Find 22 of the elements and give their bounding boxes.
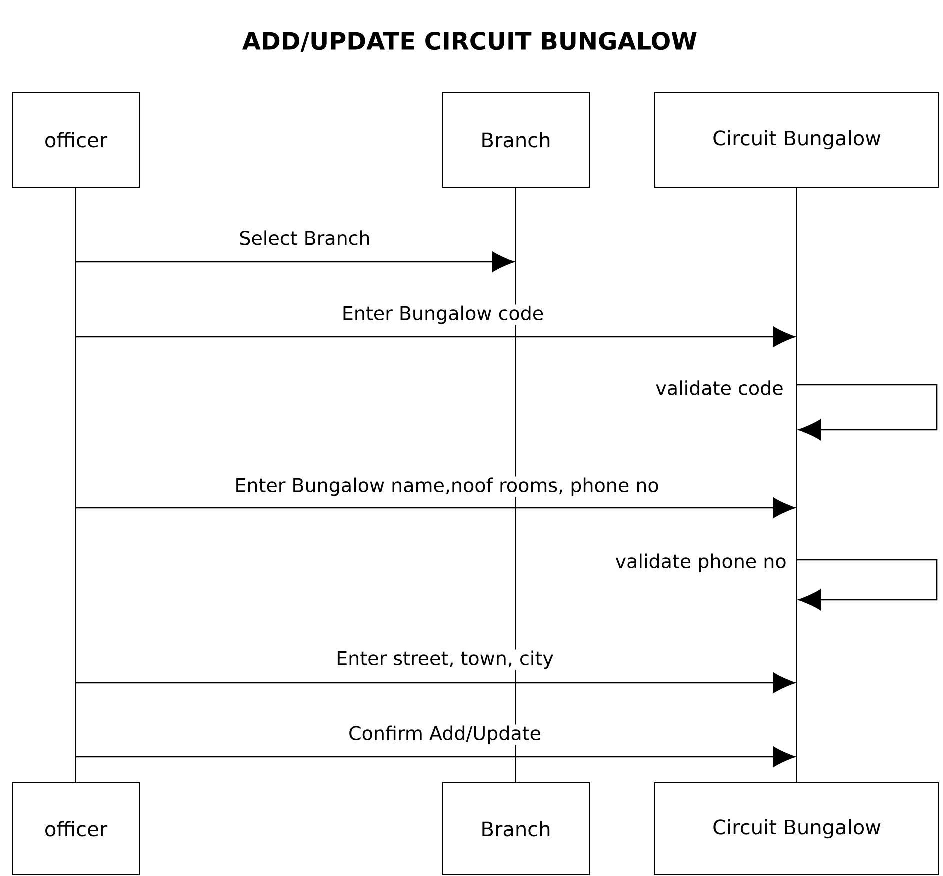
self-message-arrow (797, 384, 938, 440)
edge-label: Enter Bungalow name,noof rooms, phone no (234, 476, 660, 498)
message-arrow (76, 746, 796, 768)
edge-label: Enter street, town, city (335, 650, 555, 670)
self-message-arrow (797, 559, 938, 610)
participant-box: Branch (442, 782, 590, 876)
participant-box: Branch (442, 92, 590, 188)
participant-box: officer (12, 92, 140, 188)
participant-box: Circuit Bungalow (654, 92, 940, 188)
participant-box: Circuit Bungalow (654, 782, 940, 876)
participant-box: officer (12, 782, 140, 876)
edge-label: validate phone no (614, 552, 788, 574)
message-arrow (76, 326, 796, 348)
message-arrow (76, 252, 514, 272)
edge-label: validate code (654, 380, 785, 396)
lifeline (796, 187, 798, 783)
edge-label: Confirm Add/Update (348, 724, 542, 746)
message-arrow (76, 672, 796, 694)
edge-label: Enter Bungalow code (340, 304, 546, 326)
message-arrow (76, 498, 796, 518)
edge-label: Select Branch (238, 230, 372, 246)
title: ADD/UPDATE CIRCUIT BUNGALOW (242, 32, 697, 52)
